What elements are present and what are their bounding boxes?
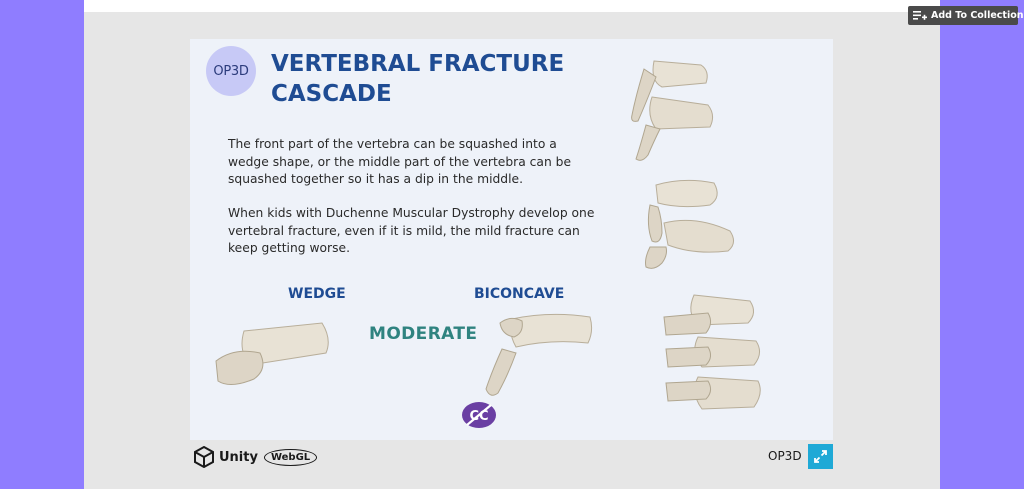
label-severity: MODERATE [369,324,478,344]
vertebrae-model-bottom [663,294,761,410]
op3d-logo: OP3D [206,46,256,96]
page-top-strip [84,0,940,12]
add-to-collection-button[interactable]: Add To Collection [908,6,1024,25]
add-to-collection-label: Add To Collection [931,10,1024,21]
vertebrae-model-middle [645,179,734,269]
fullscreen-button[interactable] [808,444,833,469]
fullscreen-icon [814,450,827,463]
playlist-add-icon [913,10,927,20]
unity-label: Unity [219,449,258,465]
vertebrae-model-top [631,60,714,161]
logo-text: OP3D [213,63,249,79]
no-closed-captions-icon[interactable]: CC [461,401,497,429]
label-wedge: WEDGE [288,286,346,302]
biconcave-vertebra-model [485,313,593,396]
engine-logos: Unity WebGL [193,444,318,470]
app-title: OP3D [768,449,802,463]
wedge-vertebra-model [215,322,329,385]
unity-webgl-canvas[interactable]: OP3D VERTEBRAL FRACTURE CASCADE The fron… [190,39,833,440]
webgl-badge: WebGL [263,448,318,466]
paragraph-fracture-types: The front part of the vertebra can be sq… [228,137,572,186]
label-biconcave: BICONCAVE [474,286,565,302]
unity-cube-icon [194,446,214,468]
paragraph-cascade: When kids with Duchenne Muscular Dystrop… [228,206,595,255]
slide-title: VERTEBRAL FRACTURE CASCADE [271,51,565,107]
